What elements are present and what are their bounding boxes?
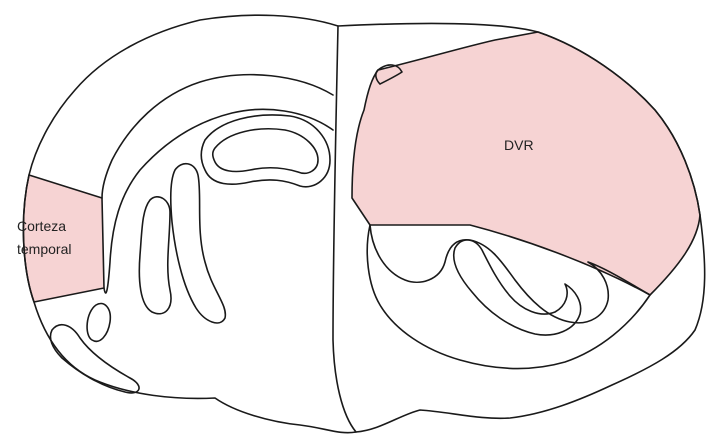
structure-left-b <box>139 197 171 314</box>
dvr-region <box>352 32 700 295</box>
label-temporal-cortex-line2: temporal <box>17 241 71 257</box>
structure-left-d <box>50 325 139 393</box>
cortical-band-left <box>102 75 333 198</box>
structure-left-a <box>171 164 226 323</box>
structure-left-c <box>87 304 110 342</box>
midline <box>333 26 356 432</box>
ventricle-left-inner <box>213 129 318 173</box>
temporal-cortex-region <box>23 175 104 302</box>
label-dvr: DVR <box>504 137 534 153</box>
cortical-band-inner <box>104 109 333 293</box>
label-temporal-cortex-line1: Corteza <box>17 218 66 234</box>
ventricle-left <box>201 115 330 187</box>
